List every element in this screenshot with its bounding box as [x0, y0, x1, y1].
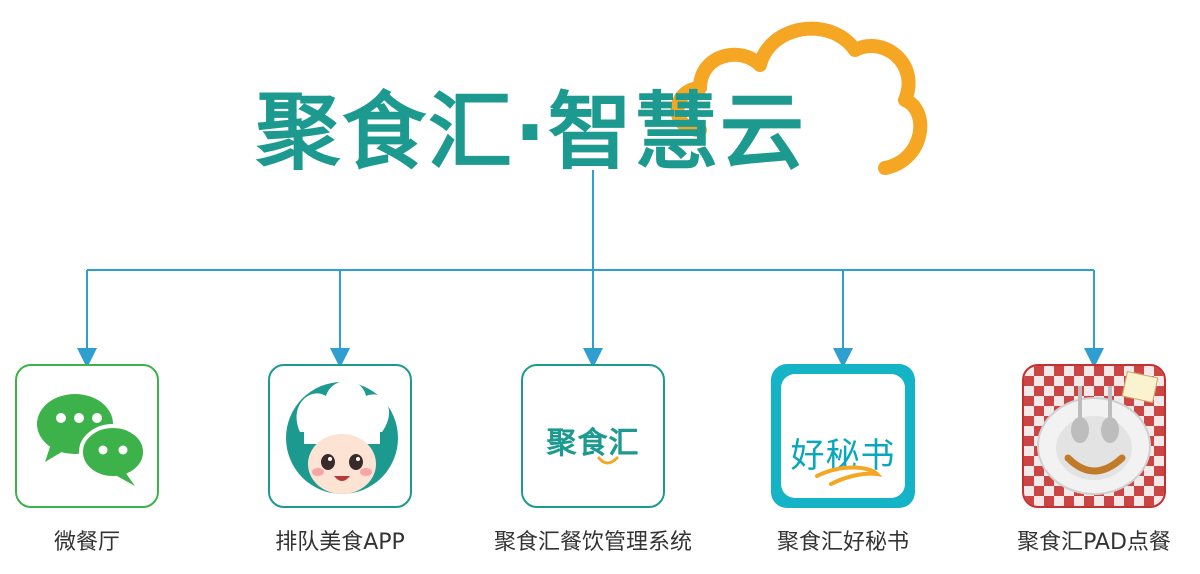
app-label-wechat: 微餐厅	[53, 530, 121, 555]
app-label-pad-ordering: 聚食汇PAD点餐	[1017, 530, 1171, 555]
app-pad-ordering[interactable]: 聚食汇PAD点餐	[1017, 364, 1171, 555]
app-wechat[interactable]: 微餐厅	[13, 364, 161, 555]
secretary-icon: 好秘书	[781, 374, 905, 498]
app-queue-food[interactable]: 排队美食APP	[266, 364, 414, 555]
platform-title: 聚食汇·智慧云	[256, 83, 806, 181]
plate-icon	[1037, 386, 1151, 495]
pad-tile[interactable]	[1022, 364, 1166, 508]
app-secretary[interactable]: 好秘书 聚食汇好秘书	[769, 364, 917, 555]
management-tile[interactable]: 聚食汇	[521, 364, 665, 508]
app-management-system[interactable]: 聚食汇 聚食汇餐饮管理系统	[494, 364, 692, 555]
wechat-icon	[37, 394, 147, 486]
chef-icon	[286, 381, 398, 494]
app-label-secretary: 聚食汇好秘书	[776, 530, 910, 555]
brand-logo-icon: 聚食汇	[546, 426, 640, 461]
smile-arc-icon	[597, 456, 619, 465]
app-label-queue-food: 排队美食APP	[275, 530, 405, 555]
platform-header: 聚食汇·智慧云	[250, 10, 930, 190]
cloud-icon	[670, 21, 928, 175]
app-label-management-system: 聚食汇餐饮管理系统	[493, 530, 693, 555]
wechat-tile[interactable]	[15, 364, 159, 508]
swoosh-icon	[815, 465, 883, 486]
chef-tile[interactable]	[268, 364, 412, 508]
secretary-tile[interactable]: 好秘书	[771, 364, 915, 508]
